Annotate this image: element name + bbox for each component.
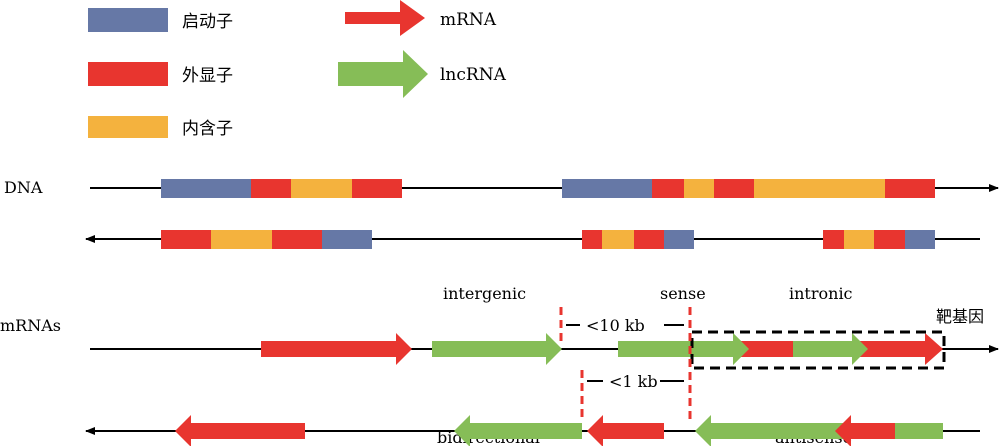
lncrna-antisense-arrow: [695, 415, 856, 446]
lncrna-bidirectional-arrow: [454, 415, 582, 446]
sense-label: sense: [660, 284, 706, 303]
lt10kb-label: <10 kb: [586, 316, 645, 335]
legend-lncrna-label: lncRNA: [440, 65, 507, 85]
dna-label: DNA: [4, 178, 43, 197]
dna-intron-block: [684, 179, 714, 198]
legend-mrna-arrow: [345, 0, 425, 36]
mrnas-section: mRNAs intergenic sense intronic 靶基因 bidi…: [0, 284, 999, 446]
dna-exon-block: [272, 230, 322, 249]
legend-mrna-label: mRNA: [440, 10, 497, 30]
lt1kb-label: <1 kb: [609, 372, 658, 391]
legend-exon-label: 外显子: [182, 66, 233, 86]
dna-exon-block: [874, 230, 905, 249]
mrnas-label: mRNAs: [0, 316, 61, 335]
dna-exon-block: [251, 179, 291, 198]
dna-exon-block: [161, 230, 211, 249]
legend-promoter-swatch: [88, 8, 168, 32]
dna-intron-block: [602, 230, 634, 249]
dna-promoter-block: [664, 230, 694, 249]
dna-promoter-block: [905, 230, 935, 249]
legend-exon-swatch: [88, 62, 168, 86]
lncrna-intergenic-arrow: [432, 333, 562, 365]
lncrna-sense-overlap-arrow: [690, 333, 749, 365]
dna-promoter-block: [562, 179, 652, 198]
legend: 启动子 外显子 内含子 mRNA lncRNA: [88, 0, 507, 139]
intronic-label: intronic: [789, 284, 853, 303]
dna-exon-block: [582, 230, 602, 249]
dna-exon-block: [823, 230, 844, 249]
dna-intron-block: [754, 179, 885, 198]
dna-promoter-block: [322, 230, 372, 249]
lncrna-intronic-arrow: [793, 333, 868, 365]
target-gene-label: 靶基因: [936, 307, 984, 326]
dna-intron-block: [291, 179, 352, 198]
legend-promoter-label: 启动子: [182, 12, 233, 32]
dna-intron-block: [211, 230, 272, 249]
intergenic-label: intergenic: [443, 284, 526, 303]
dna-exon-block: [885, 179, 935, 198]
legend-intron-label: 内含子: [182, 119, 233, 139]
lncrna-antisense-tail: [895, 423, 943, 439]
dna-exon-block: [714, 179, 754, 198]
mrna-arrow: [175, 415, 305, 446]
dna-exon-block: [652, 179, 684, 198]
mrna-arrow: [261, 333, 412, 365]
dna-intron-block: [844, 230, 874, 249]
mrna-arrow: [587, 415, 664, 446]
legend-lncrna-arrow: [338, 50, 428, 98]
dna-exon-block: [634, 230, 664, 249]
legend-intron-swatch: [88, 116, 168, 138]
dna-exon-block: [352, 179, 402, 198]
dna-section: DNA: [4, 178, 999, 249]
mrna-antisense-arrow: [835, 415, 895, 446]
dna-promoter-block: [161, 179, 251, 198]
